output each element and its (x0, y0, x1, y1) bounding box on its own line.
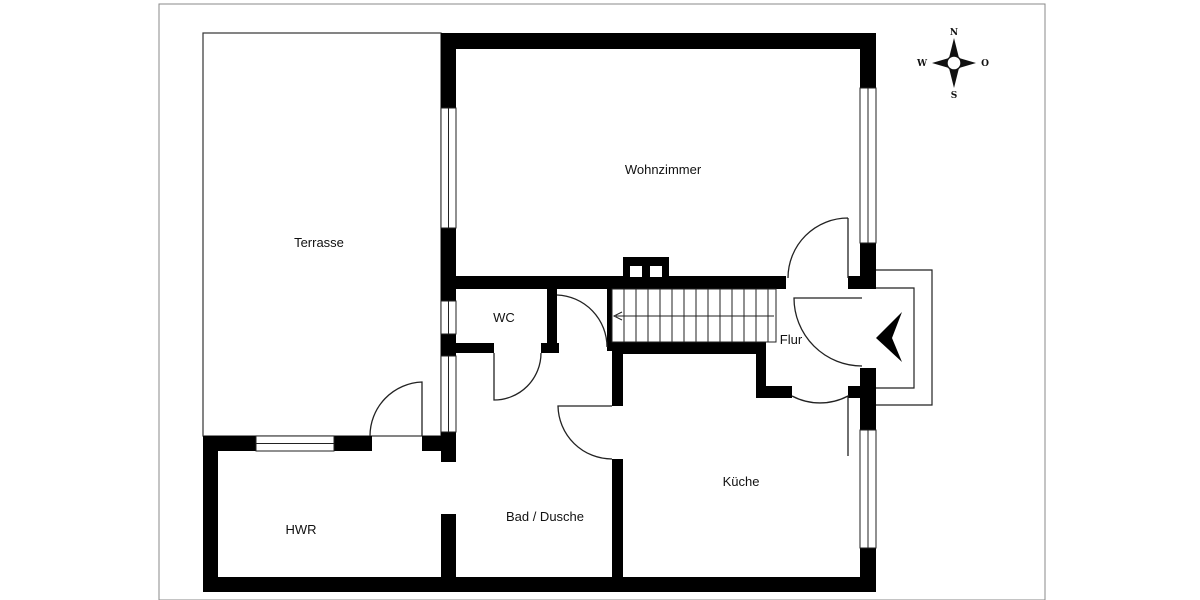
entrance-landing (876, 269, 933, 406)
wall-bath-kitchen-lower (612, 459, 623, 592)
room-label-wc: WC (493, 310, 515, 325)
room-label-wohnzimmer: Wohnzimmer (625, 162, 702, 177)
wall-wc-right (547, 289, 557, 353)
wall-living-bottom-right (848, 276, 876, 289)
doors (369, 217, 863, 460)
door-kitchen (791, 394, 849, 456)
wall-wc-left2 (441, 334, 456, 356)
door-bath-kitchen (557, 405, 613, 460)
wall-hwr-top-mid (334, 436, 372, 451)
wall-bath-kitchen-upper (612, 342, 623, 406)
wall-right-mid2 (860, 368, 876, 430)
door-wc (493, 352, 542, 401)
door-living (787, 217, 849, 279)
door-bath (556, 294, 608, 348)
wall-living-left-upper (441, 33, 456, 108)
chimney-flue-right (650, 266, 662, 277)
compass-west: W (916, 59, 928, 69)
compass-north: N (950, 28, 958, 38)
wall-bad-left-lower (441, 514, 456, 592)
entrance-arrow-icon (876, 312, 902, 362)
room-label-bad: Bad / Dusche (506, 509, 584, 524)
wall-hwr-top-right (422, 436, 456, 451)
room-label-hwr: HWR (285, 522, 316, 537)
door-entrance (793, 297, 863, 367)
wall-living-bottom-left (441, 276, 786, 289)
chimney-flue-left (630, 266, 642, 277)
compass-center (946, 55, 962, 71)
wall-stair-bottom (612, 342, 766, 354)
room-label-terrasse: Terrasse (294, 235, 344, 250)
door-hwr (369, 381, 423, 437)
stairs (611, 288, 777, 343)
room-label-kueche: Küche (723, 474, 760, 489)
wall-wc-bottom (456, 343, 494, 353)
wall-kitchen-flur-v (756, 342, 766, 398)
walls (203, 33, 876, 592)
wall-kitchen-flur-h2 (848, 386, 876, 398)
compass-east: O (981, 59, 989, 69)
wall-bottom (203, 577, 876, 592)
wall-wc-left (441, 289, 456, 301)
wall-top (441, 33, 876, 49)
chimney (623, 257, 669, 281)
room-label-flur: Flur (780, 332, 803, 347)
compass: N S W O (916, 28, 989, 101)
wall-kitchen-flur-h (756, 386, 792, 398)
page-frame (158, 3, 1046, 600)
windows (255, 87, 877, 549)
wall-hwr-left (203, 436, 218, 592)
compass-south: S (951, 91, 958, 101)
wall-right-upper (860, 33, 876, 88)
wall-living-left-lower (441, 228, 456, 288)
wall-bath-stair (607, 289, 612, 351)
stair-arrow-head (612, 311, 623, 321)
